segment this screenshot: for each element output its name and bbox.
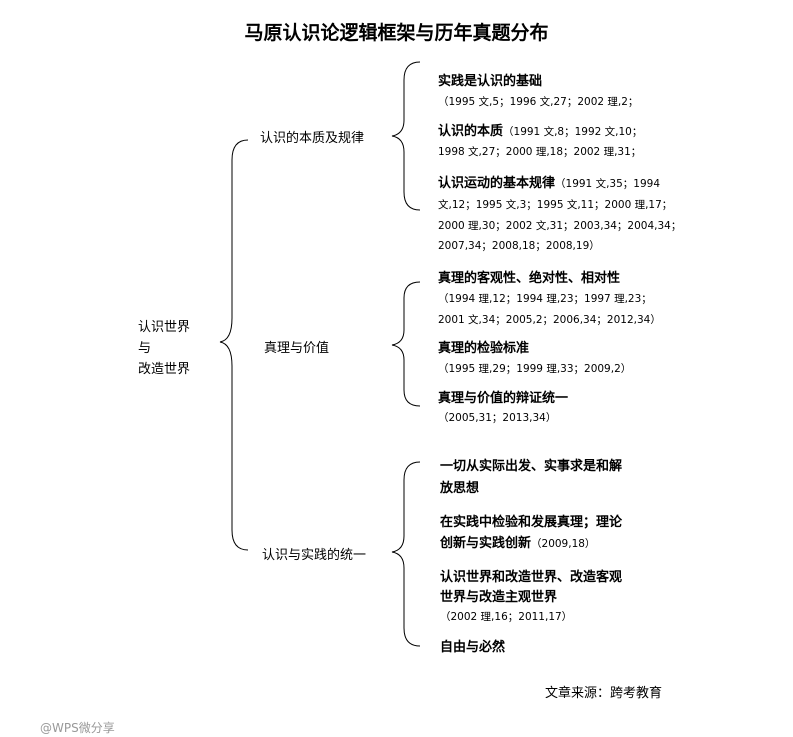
branch-1-label: 认识的本质及规律 xyxy=(260,131,365,146)
topic-heading: 真理的检验标准 xyxy=(438,341,530,356)
topic-refs: （1995 文,5；1996 文,27；2002 理,2； xyxy=(438,96,639,108)
brace-3 xyxy=(391,461,421,647)
topic-heading: 放思想 xyxy=(440,481,480,496)
topic-heading: 实践是认识的基础 xyxy=(438,74,543,89)
topic-heading: 真理的客观性、绝对性、相对性 xyxy=(438,271,621,286)
branch-3-label: 认识与实践的统一 xyxy=(262,548,367,563)
topic-heading: 认识运动的基本规律 xyxy=(438,176,556,191)
topic-refs: 文,12；1995 文,3；1995 文,11；2000 理,17； xyxy=(438,199,673,211)
diagram-title: 马原认识论逻辑框架与历年真题分布 xyxy=(244,22,549,44)
brace-2 xyxy=(391,281,421,407)
topic-refs: 2001 文,34；2005,2；2006,34；2012,34） xyxy=(438,314,661,326)
topic-refs: （2009,18） xyxy=(531,538,596,550)
root-line-1: 认识世界 xyxy=(138,320,191,335)
topic-row: 认识运动的基本规律（1991 文,35；1994 xyxy=(438,172,660,191)
topic-refs: （1991 文,35；1994 xyxy=(555,178,660,190)
topic-heading: 创新与实践创新 xyxy=(440,536,532,551)
wps-watermark: @WPS微分享 xyxy=(40,721,115,735)
source-note: 文章来源：跨考教育 xyxy=(545,686,663,701)
topic-heading: 真理与价值的辩证统一 xyxy=(438,391,569,406)
root-line-3: 改造世界 xyxy=(138,362,191,377)
topic-refs: 2000 理,30；2002 文,31；2003,34；2004,34； xyxy=(438,220,682,232)
topic-refs: （1991 文,8；1992 文,10； xyxy=(503,126,643,138)
topic-heading: 世界与改造主观世界 xyxy=(440,590,558,605)
topic-row: 创新与实践创新（2009,18） xyxy=(440,532,595,551)
topic-refs: 2007,34；2008,18；2008,19） xyxy=(438,240,600,252)
topic-heading: 自由与必然 xyxy=(440,640,506,655)
topic-heading: 一切从实际出发、实事求是和解 xyxy=(440,459,623,474)
topic-refs: （1994 理,12；1994 理,23；1997 理,23； xyxy=(438,293,652,305)
topic-refs: （2005,31；2013,34） xyxy=(438,412,557,424)
topic-heading: 认识的本质 xyxy=(438,124,504,139)
root-line-2: 与 xyxy=(138,341,152,356)
topic-row: 认识的本质（1991 文,8；1992 文,10； xyxy=(438,120,642,139)
topic-heading: 认识世界和改造世界、改造客观 xyxy=(440,570,623,585)
topic-refs: （1995 理,29；1999 理,33；2009,2） xyxy=(438,363,632,375)
topic-refs: （2002 理,16；2011,17） xyxy=(440,611,573,623)
topic-refs: 1998 文,27；2000 理,18；2002 理,31； xyxy=(438,146,642,158)
topic-heading: 在实践中检验和发展真理；理论 xyxy=(440,515,623,530)
brace-1 xyxy=(391,61,421,211)
branch-2-label: 真理与价值 xyxy=(264,341,330,356)
root-brace xyxy=(219,139,249,551)
